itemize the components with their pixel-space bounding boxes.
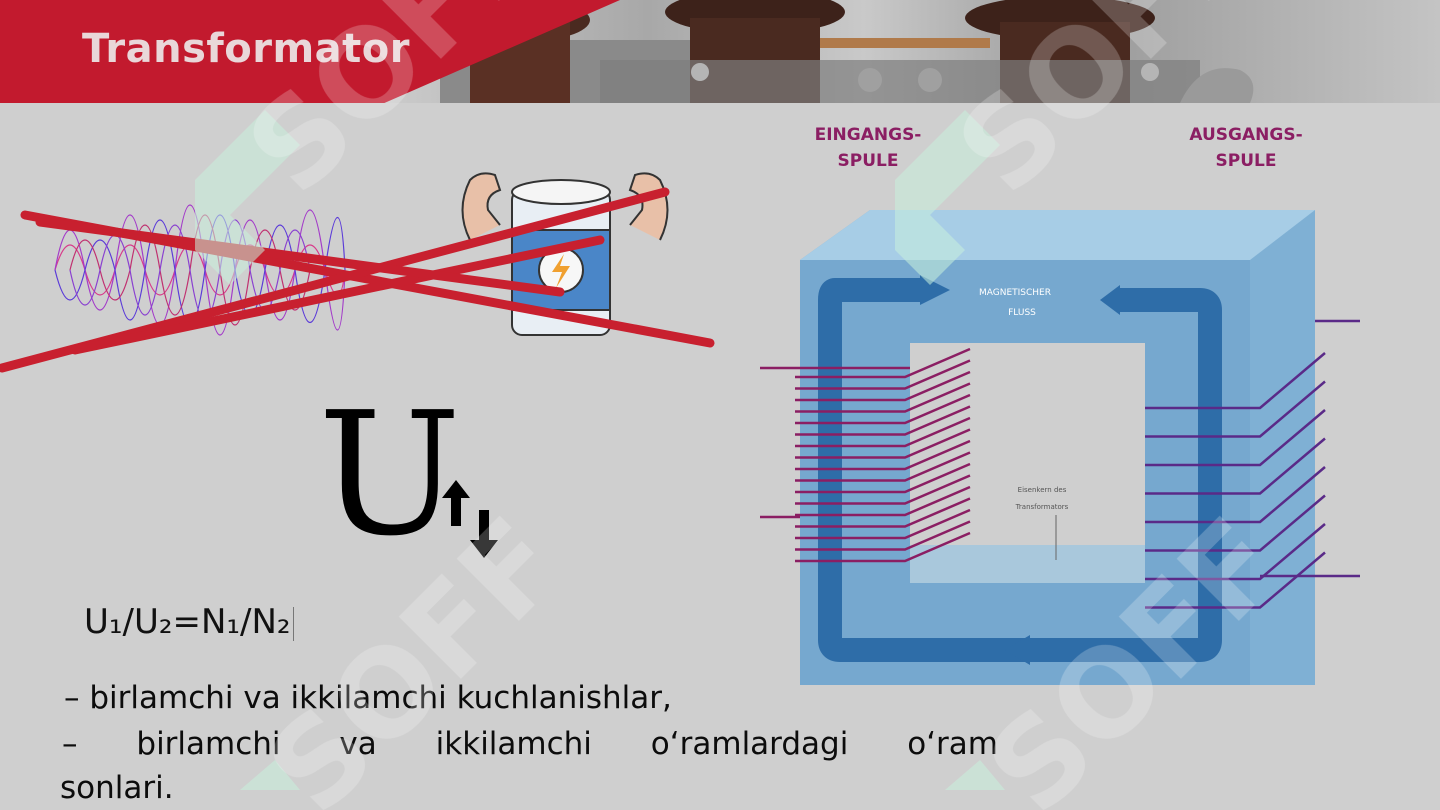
core-label-1: Eisenkern des [1018,486,1067,494]
input-coil-turn [795,347,971,379]
insulators-photo [440,0,1254,103]
formula-text: U₁/U₂=N₁/N₂ [84,602,291,642]
crossed-illustration [0,172,715,373]
description-voltages: – birlamchi va ikkilamchi kuchlanishlar, [64,680,672,716]
core-label-2: Transformators [1015,503,1069,511]
strike-lines [0,187,715,373]
turns-ratio-formula: U₁/U₂=N₁/N₂ [84,602,294,642]
slide-title: Transformator [82,26,411,72]
output-coil-windings [1145,352,1326,609]
input-coil-turn [795,474,971,505]
transformer-diagram: EINGANGS- SPULE AUSGANGS- SPULE MAGNETIS… [760,125,1360,685]
output-coil-turn [1145,466,1326,524]
output-coil-turn [1145,409,1326,467]
up-down-arrows-icon [442,480,498,558]
input-coil-turn [795,485,971,517]
input-coil-turn [795,359,971,390]
input-coil-label-1: EINGANGS- [815,125,922,145]
input-coil-turn [795,508,971,540]
output-coil-turn [1145,494,1326,552]
input-coil-turn [795,520,971,551]
output-coil-turn [1145,437,1326,495]
input-coil-turn [795,439,971,471]
input-coil-turn [795,393,971,425]
flux-label-2: FLUSS [1008,308,1036,318]
input-coil-turn [795,382,971,413]
input-coil-turn [795,405,971,436]
input-coil-turn [795,428,971,459]
input-coil-turn [795,531,971,563]
input-coil-turn [795,416,971,448]
voltage-symbol: U [318,376,462,574]
input-coil-turn [795,462,971,494]
input-coil-turn [795,497,971,528]
input-coil-turn [795,370,971,402]
input-coil-turn [795,451,971,482]
output-coil-turn [1145,352,1326,410]
output-coil-turn [1145,551,1326,609]
text-cursor [292,606,294,641]
input-coil-windings [795,347,971,563]
iron-core: MAGNETISCHER FLUSS Eisenkern des Transfo… [800,210,1315,685]
output-coil-label-1: AUSGANGS- [1189,125,1302,145]
output-coil-label-2: SPULE [1216,151,1277,171]
input-coil-label-2: SPULE [838,151,899,171]
watermark-logo-4 [945,760,1005,790]
description-turns: – birlamchi va ikkilamchi o‘ramlardagi o… [62,726,998,762]
output-coil-turn [1145,380,1326,438]
output-coil-turn [1145,523,1326,581]
description-turns-end: sonlari. [60,770,174,806]
header-photo [0,0,1440,103]
watermark-logo-3 [240,760,300,790]
flux-label-1: MAGNETISCHER [979,288,1051,298]
